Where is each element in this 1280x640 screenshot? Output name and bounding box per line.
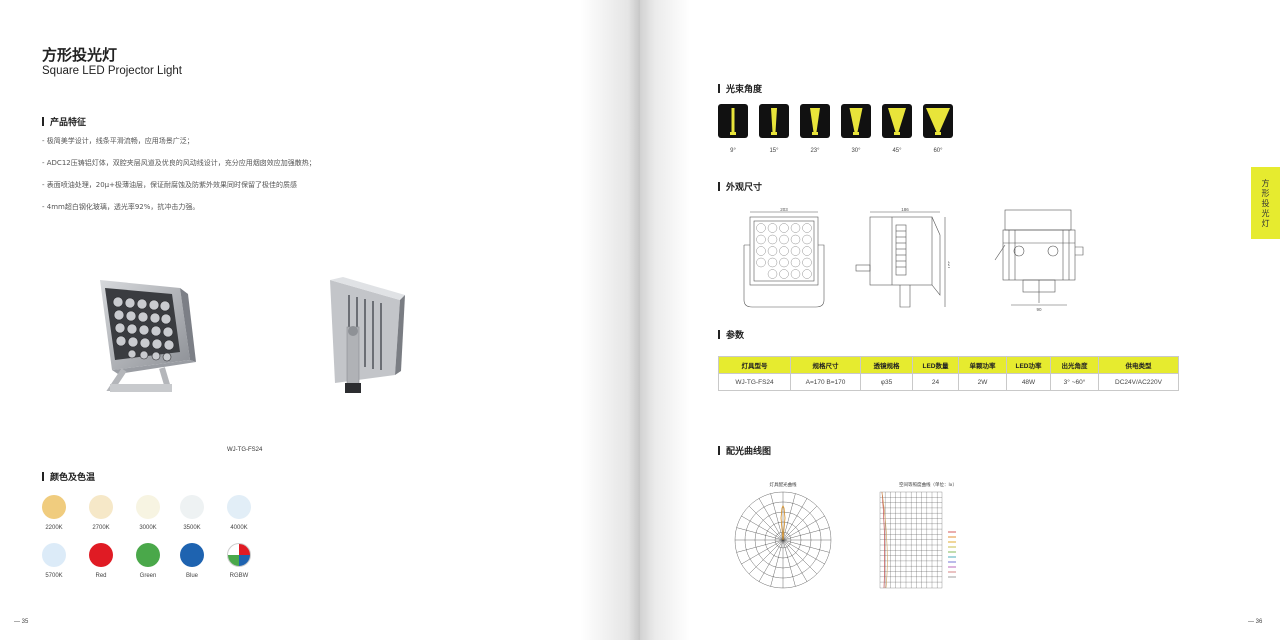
beam-angle-label: 60°: [933, 148, 943, 154]
left-page: 方形投光灯 Square LED Projector Light 产品特征 - …: [14, 0, 640, 640]
page-number: — 36: [1248, 619, 1263, 625]
color-swatch-label: Red: [95, 573, 107, 579]
polar-chart-title: 灯具配光曲线: [770, 481, 797, 488]
beam-angle-label: 15°: [769, 148, 779, 154]
gutter-shadow: [640, 0, 690, 640]
table-cell: 48W: [1006, 373, 1051, 391]
page-title: 方形投光灯: [42, 46, 118, 64]
color-swatch: [89, 543, 113, 567]
table-header: 灯具型号: [718, 356, 791, 374]
product-photo-front: [100, 280, 196, 392]
side-tab: 方形投光灯: [1251, 167, 1280, 239]
table-row: WJ-TG-FS24 A=170 B=170 φ35 24 2W 48W 3° …: [718, 373, 1179, 391]
beam-angle-label: 45°: [892, 148, 902, 154]
dim-height: 227: [947, 261, 950, 269]
right-page: 光束角度 9° 15° 23° 30° 45° 60° 外观尺寸 203: [640, 0, 1280, 640]
color-swatch: [227, 543, 251, 567]
table-cell: 24: [912, 373, 959, 391]
beam-angle-label: 23°: [810, 148, 820, 154]
color-swatch-label: Blue: [185, 573, 198, 579]
color-swatch-label: 2200K: [45, 525, 63, 531]
table-header: LED功率: [1006, 356, 1051, 374]
table-cell: DC24V/AC220V: [1098, 373, 1179, 391]
table-header: 规格尺寸: [790, 356, 861, 374]
feature-item: - 表面喷油处理，20μ+极薄油层，保证耐腐蚀及防紫外效果同时保留了极佳的质感: [42, 181, 297, 189]
color-swatch: [227, 495, 251, 519]
beam-angle-icon: [800, 104, 830, 138]
table-cell: 3° ~60°: [1050, 373, 1099, 391]
spec-table: 灯具型号 规格尺寸 透镜规格 LED数量 单颗功率 LED功率 出光角度 供电类…: [718, 356, 1179, 391]
table-cell: A=170 B=170: [790, 373, 861, 391]
dim-front-width: 203: [780, 207, 788, 212]
table-cell: 2W: [958, 373, 1007, 391]
beam-heading: 光束角度: [718, 82, 762, 95]
page-number: — 35: [14, 619, 29, 625]
color-swatch: [42, 495, 66, 519]
product-model-label: WJ-TG-FS24: [227, 447, 263, 453]
params-heading: 参数: [718, 328, 744, 341]
beam-angle-label: 9°: [730, 148, 736, 154]
feature-item: - 4mm超白钢化玻璃，透光率92%，抗冲击力强。: [42, 203, 200, 211]
color-swatch-label: RGBW: [229, 573, 249, 579]
color-swatch: [89, 495, 113, 519]
colors-heading: 颜色及色温: [42, 470, 95, 483]
beam-angle-icon: [718, 104, 748, 138]
beam-angle-icon: [882, 104, 912, 138]
color-swatch-label: 2700K: [92, 525, 110, 531]
product-photo-back: [330, 277, 405, 393]
color-swatch: [136, 543, 160, 567]
page-subtitle: Square LED Projector Light: [42, 65, 182, 77]
table-header: 单颗功率: [958, 356, 1007, 374]
feature-item: - 极简美学设计，线条平滑流畅，应用场景广泛；: [42, 137, 194, 145]
polar-curve-line: [780, 505, 786, 541]
drawing-side-view: 186 227: [855, 207, 950, 308]
color-swatch-label: 4000K: [230, 525, 248, 531]
polar-distribution-chart: 灯具配光曲线: [734, 481, 832, 589]
table-header: 透镜规格: [860, 356, 913, 374]
curve-heading: 配光曲线图: [718, 444, 771, 457]
dim-side-width: 186: [901, 207, 909, 212]
color-swatch-label: 3000K: [139, 525, 157, 531]
beam-angle-icon: [923, 104, 953, 138]
table-header-row: 灯具型号 规格尺寸 透镜规格 LED数量 单颗功率 LED功率 出光角度 供电类…: [718, 356, 1179, 374]
drawing-back-view: 90: [994, 209, 1084, 312]
isolux-chart-title: 空间等照度曲线（单位：lx）: [899, 481, 957, 488]
dimension-heading: 外观尺寸: [718, 180, 762, 193]
color-swatch: [180, 495, 204, 519]
beam-angle-icon: [759, 104, 789, 138]
color-swatch: [180, 543, 204, 567]
table-header: 出光角度: [1050, 356, 1099, 374]
color-swatch: [136, 495, 160, 519]
features-heading: 产品特征: [42, 115, 86, 128]
table-cell: WJ-TG-FS24: [718, 373, 791, 391]
color-swatch-label: Green: [139, 573, 157, 579]
dim-bracket: 90: [1036, 307, 1042, 312]
color-swatch-label: 5700K: [45, 573, 63, 579]
table-header: 供电类型: [1098, 356, 1179, 374]
beam-angle-icon: [841, 104, 871, 138]
table-header: LED数量: [912, 356, 959, 374]
beam-angle-label: 30°: [851, 148, 861, 154]
table-cell: φ35: [860, 373, 913, 391]
gutter-shadow: [580, 0, 640, 640]
color-swatch: [42, 543, 66, 567]
isolux-chart: 空间等照度曲线（单位：lx）: [879, 481, 957, 589]
color-swatch-label: 3500K: [183, 525, 201, 531]
drawing-front-view: 203: [743, 207, 825, 308]
feature-item: - ADC12压铸铝灯体，双腔夹层风道及优良的风动线设计，充分应用烟囱效应加强散…: [42, 159, 316, 167]
